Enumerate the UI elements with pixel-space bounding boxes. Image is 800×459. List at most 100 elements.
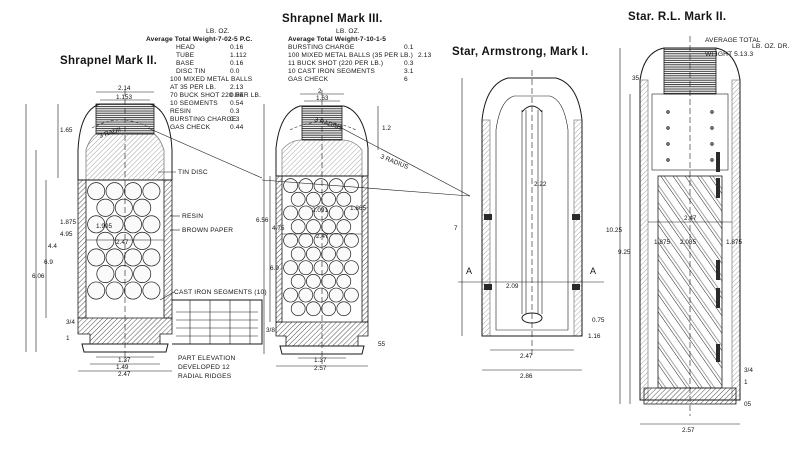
table-row-value: 0.3	[404, 60, 414, 67]
dim-label: 7	[454, 225, 458, 232]
dim-label: 2	[318, 88, 322, 95]
metal-ball	[114, 265, 133, 283]
metal-balls-mark-iii	[283, 178, 359, 317]
dim-label: 2.091	[312, 207, 328, 214]
star-rl-drawing: 35 10.25 9.25 1.875 2.085 2.47 1.875 3/4…	[606, 36, 753, 434]
upper-rivets	[666, 110, 714, 162]
shell-base	[77, 317, 173, 345]
section-a-left: A	[466, 266, 472, 276]
metal-ball	[298, 205, 314, 221]
dim-label: 2.47	[116, 239, 129, 246]
metal-ball	[96, 265, 115, 283]
weight-table-mark-iii: LB. OZ. Average Total Weight-7-10-1-5 BU…	[288, 28, 431, 83]
table-row-value: 0.54	[230, 92, 244, 99]
dim-label: 2.47	[520, 353, 533, 360]
dim-label: 1	[66, 335, 70, 342]
table-iii-heading: Average Total Weight-7-10-1-5	[288, 36, 386, 43]
label-tin-disc: TIN DISC	[178, 169, 208, 176]
metal-ball	[124, 281, 142, 300]
dim-label: 3/4	[66, 319, 75, 326]
metal-ball	[114, 231, 133, 250]
dim-label: 1.63	[316, 95, 329, 102]
metal-ball	[124, 182, 142, 201]
metal-ball	[328, 205, 344, 221]
title-star-rl-mark-ii: Star. R.L. Mark II.	[628, 11, 726, 23]
label-part-elevation: PART ELEVATION	[178, 355, 236, 362]
metal-ball	[124, 215, 142, 234]
table-row-label: 11 BUCK SHOT (220 PER LB.)	[288, 60, 383, 67]
table-row-label: TUBE	[176, 52, 195, 59]
table-row-label: 100 MIXED METAL BALLS (35 PER LB.)	[288, 52, 413, 59]
gas-check	[81, 343, 169, 353]
table-row-value: 3.1	[404, 68, 414, 75]
metal-ball	[306, 219, 321, 234]
dim-label: 1.2	[382, 125, 391, 132]
label-brown-paper: BROWN PAPER	[182, 227, 233, 234]
table-row-value: 0.16	[230, 60, 244, 67]
metal-ball	[133, 265, 152, 283]
table-row-label: GAS CHECK	[170, 124, 211, 131]
dim-label: 2.47	[118, 371, 131, 378]
pin-2	[716, 178, 720, 198]
shrapnel-mark-iii-drawing: 3 RADIUS 3 RADIUS 2 1.63 1.2 6.56 4.75 6…	[147, 88, 471, 372]
table-row-value: 1.112	[230, 52, 247, 59]
title-shrapnel-mark-iii: Shrapnel Mark III.	[282, 13, 383, 25]
radius-arc-ii	[91, 119, 151, 129]
dimensions-star-armstrong: 7 2.22 2.09 0.75 1.16 2.47 2.86	[454, 78, 605, 380]
title-shrapnel-mark-ii: Shrapnel Mark II.	[60, 55, 157, 67]
metal-ball	[313, 232, 329, 248]
metal-ball	[298, 178, 314, 193]
dim-label: 2.085	[680, 239, 696, 246]
metal-ball	[298, 232, 314, 248]
metal-ball	[114, 198, 133, 217]
metal-ball	[87, 248, 106, 267]
band-lower-right	[572, 284, 580, 290]
label-developed: DEVELOPED 12	[178, 364, 230, 371]
metal-ball	[133, 231, 152, 250]
inner-cavity	[495, 95, 569, 331]
table-row-label: 100 MIXED METAL BALLS	[170, 76, 253, 83]
metal-ball	[321, 246, 336, 262]
metal-ball	[336, 219, 352, 234]
table-row-value: 0.44	[230, 124, 244, 131]
dimensions-mark-iii: 2 1.63 1.2 6.56 4.75 6.9 2.091 2.47 1.86…	[256, 88, 391, 372]
band-lower-left	[484, 284, 492, 290]
metal-ball	[306, 191, 321, 207]
label-cast-iron-segments: CAST IRON SEGMENTS (10)	[174, 289, 267, 296]
dim-label: 6.9	[44, 259, 53, 266]
metal-ball	[313, 178, 329, 193]
metal-ball	[142, 182, 161, 201]
table-row-label: 10 SEGMENTS	[170, 100, 218, 107]
metal-ball	[306, 274, 321, 289]
metal-ball	[321, 274, 336, 289]
dim-label: 2.57	[314, 365, 327, 372]
pin-5	[716, 344, 720, 362]
dimensions-mark-ii: 2.14 1.153 1.65 4.95 4.4 6.9 6.06 2.47 1…	[25, 85, 172, 378]
metal-ball	[283, 287, 298, 303]
dim-label: 3/4	[744, 367, 753, 374]
dim-label: 6.56	[256, 217, 269, 224]
band-upper-right	[572, 214, 580, 220]
metal-ball	[344, 232, 359, 248]
shell-wall-left	[275, 175, 283, 323]
dim-label: 2.22	[534, 181, 547, 188]
dim-label: 4.4	[48, 243, 57, 250]
wall-right	[573, 119, 583, 337]
weight-table-mark-ii: LB. OZ. Average Total Weight-7-02-5 P.C.…	[146, 28, 261, 131]
metal-ball	[336, 246, 352, 262]
metal-ball	[306, 246, 321, 262]
label-resin: RESIN	[182, 213, 203, 220]
table-row-label: 70 BUCK SHOT 220 PER LB.	[170, 92, 261, 99]
dim-label: 0.75	[592, 317, 605, 324]
table-ii-rows: HEAD 0.16 TUBE 1.112 BASE 0.16 DISC TIN …	[170, 44, 261, 131]
metal-ball	[328, 287, 344, 303]
metal-ball	[298, 260, 314, 276]
radius-line-long	[261, 179, 471, 197]
table-ii-unit: LB. OZ.	[206, 28, 230, 35]
dim-label: 2.47	[316, 233, 329, 240]
dim-label: 2.09	[506, 283, 519, 290]
dim-label: 05	[744, 401, 752, 408]
dim-label: 1	[744, 379, 748, 386]
radius-line-ii	[147, 127, 263, 179]
metal-ball	[105, 215, 124, 234]
